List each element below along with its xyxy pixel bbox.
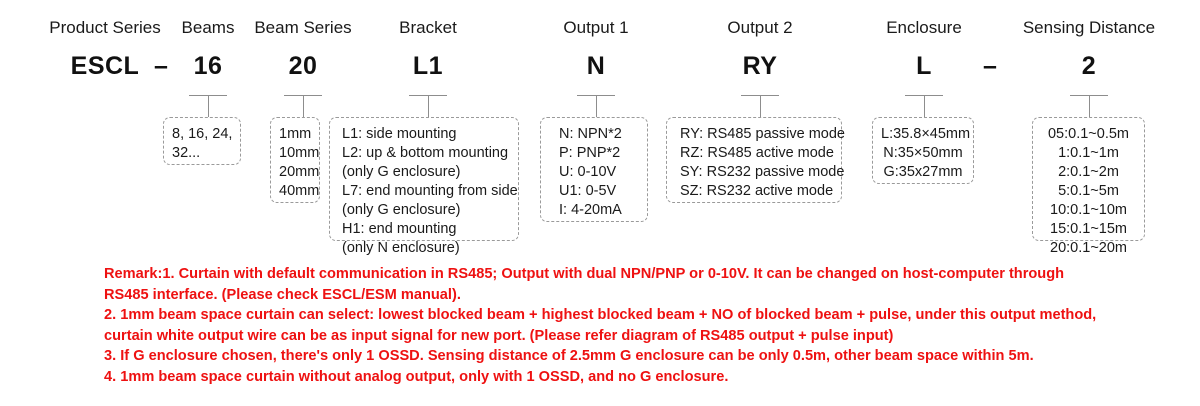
code-token-beam-series: 20 bbox=[288, 52, 318, 80]
column-header-output-1: Output 1 bbox=[563, 18, 629, 37]
code-token-beams: 16 bbox=[193, 52, 223, 80]
remark-line: Remark:1. Curtain with default communica… bbox=[104, 266, 1065, 282]
column-header-sensing-distance: Sensing Distance bbox=[1022, 18, 1156, 37]
option-line: I: 4-20mA bbox=[559, 202, 622, 218]
option-line: 8, 16, 24, bbox=[172, 126, 233, 142]
option-box-beams: 8, 16, 24, 32... bbox=[163, 117, 241, 165]
option-line: P: PNP*2 bbox=[559, 145, 621, 161]
option-box-sensing-distance: 05:0.1~0.5m 1:0.1~1m 2:0.1~2m 5:0.1~5m 1… bbox=[1032, 117, 1145, 256]
code-token-enclosure: L bbox=[916, 52, 932, 80]
option-line: N: NPN*2 bbox=[559, 126, 622, 142]
remark-line: 2. 1mm beam space curtain can select: lo… bbox=[104, 307, 1097, 323]
option-line: 05:0.1~0.5m bbox=[1047, 126, 1130, 142]
column-header-enclosure: Enclosure bbox=[886, 18, 962, 37]
option-line: (only N enclosure) bbox=[342, 240, 460, 256]
option-box-bracket: L1: side mounting L2: up & bottom mounti… bbox=[329, 117, 519, 256]
column-header-output-2: Output 2 bbox=[727, 18, 793, 37]
option-box-output-2: RY: RS485 passive mode RZ: RS485 active … bbox=[666, 117, 845, 203]
option-line: 10:0.1~10m bbox=[1050, 202, 1127, 218]
remark-line: 4. 1mm beam space curtain without analog… bbox=[104, 368, 729, 385]
option-line: H1: end mounting bbox=[342, 221, 457, 237]
remark-line: curtain white output wire can be as inpu… bbox=[104, 327, 894, 344]
option-line: 20:0.1~20m bbox=[1050, 240, 1127, 256]
option-line: G:35x27mm bbox=[883, 164, 963, 180]
option-line: RZ: RS485 active mode bbox=[680, 145, 834, 161]
code-separator-1: – bbox=[154, 52, 168, 80]
option-line: 40mm bbox=[279, 183, 320, 199]
option-line: SZ: RS232 active mode bbox=[680, 183, 834, 199]
option-line: L:35.8×45mm bbox=[881, 126, 971, 142]
remark-line: RS485 interface. (Please check ESCL/ESM … bbox=[104, 286, 461, 303]
code-token-output-2: RY bbox=[742, 52, 778, 80]
option-line: U: 0-10V bbox=[559, 164, 617, 180]
column-header-product-series: Product Series bbox=[49, 18, 161, 37]
remarks-block: Remark:1. Curtain with default communica… bbox=[104, 264, 1114, 387]
option-line: L1: side mounting bbox=[342, 126, 457, 142]
option-line: (only G enclosure) bbox=[342, 164, 461, 180]
code-token-bracket: L1 bbox=[412, 52, 444, 80]
code-token-sensing-distance: 2 bbox=[1081, 52, 1097, 80]
option-line: 2:0.1~2m bbox=[1058, 164, 1119, 180]
code-token-product-series: ESCL bbox=[70, 52, 140, 80]
option-line: 20mm bbox=[279, 164, 320, 180]
option-line: 1mm bbox=[279, 126, 312, 142]
column-header-beam-series: Beam Series bbox=[254, 18, 352, 37]
remark-line: 3. If G enclosure chosen, there's only 1… bbox=[104, 348, 1034, 364]
column-header-bracket: Bracket bbox=[399, 18, 457, 37]
option-line: U1: 0-5V bbox=[559, 183, 617, 199]
option-line: L2: up & bottom mounting bbox=[342, 145, 509, 161]
option-box-output-1: N: NPN*2 P: PNP*2 U: 0-10V U1: 0-5V I: 4… bbox=[540, 117, 648, 222]
option-line: RY: RS485 passive mode bbox=[680, 126, 845, 142]
option-line: N:35×50mm bbox=[883, 145, 963, 161]
option-box-beam-series: 1mm 10mm 20mm 40mm bbox=[270, 117, 320, 203]
option-line: 1:0.1~1m bbox=[1058, 145, 1119, 161]
option-line: SY: RS232 passive mode bbox=[680, 164, 845, 180]
option-line: 10mm bbox=[279, 145, 320, 161]
option-line: 15:0.1~15m bbox=[1050, 221, 1127, 237]
code-token-output-1: N bbox=[586, 52, 606, 80]
option-line: (only G enclosure) bbox=[342, 202, 461, 218]
option-box-enclosure: L:35.8×45mm N:35×50mm G:35x27mm bbox=[872, 117, 974, 184]
option-line: 5:0.1~5m bbox=[1058, 183, 1119, 199]
option-line: 32... bbox=[172, 145, 201, 161]
code-separator-2: – bbox=[983, 52, 997, 80]
column-header-beams: Beams bbox=[181, 18, 235, 37]
option-line: L7: end mounting from side bbox=[342, 183, 518, 199]
